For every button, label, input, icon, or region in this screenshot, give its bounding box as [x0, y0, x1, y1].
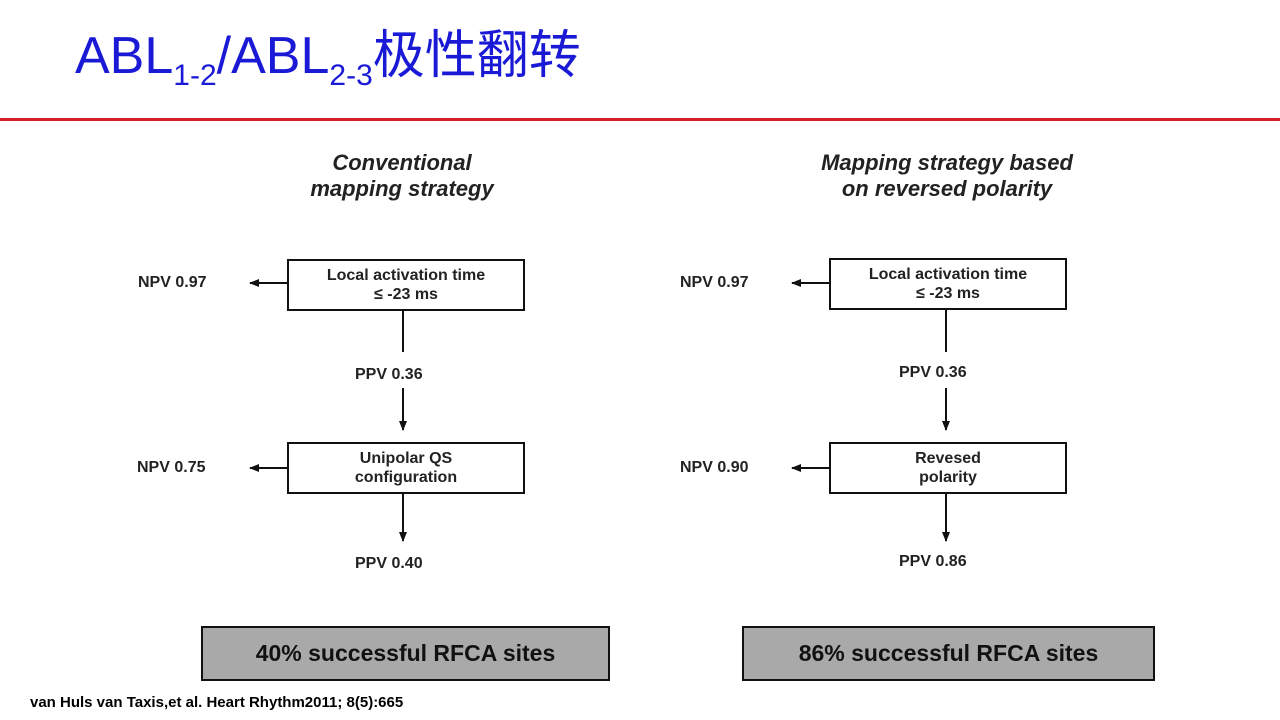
title-divider — [0, 118, 1280, 121]
left-result-box: 40% successful RFCA sites — [201, 626, 610, 681]
left-box1-line1: Local activation time — [326, 267, 486, 284]
right-box1-line2: ≤ -23 ms — [916, 285, 980, 302]
left-heading-line2: mapping strategy — [310, 176, 494, 201]
right-polarity-box: Revesed polarity — [829, 442, 1067, 494]
title-subscript-a: 1-2 — [173, 59, 217, 92]
slide-title: ABL1-2/ABL2-3极性翻转 — [75, 27, 581, 92]
left-ppv2-label: PPV 0.40 — [355, 555, 423, 572]
right-box1-line1: Local activation time — [868, 266, 1028, 283]
right-heading-line2: on reversed polarity — [841, 176, 1053, 201]
right-ppv2-label: PPV 0.86 — [899, 553, 967, 570]
right-heading-line1: Mapping strategy based — [821, 150, 1073, 175]
right-box2-line2: polarity — [919, 469, 977, 486]
left-box2-line2: configuration — [354, 469, 458, 486]
title-abl-a: ABL — [75, 27, 174, 85]
left-npv2-label: NPV 0.75 — [137, 459, 206, 476]
left-qs-box: Unipolar QS configuration — [287, 442, 525, 494]
title-subscript-b: 2-3 — [329, 59, 373, 92]
left-box1-line2: ≤ -23 ms — [374, 286, 438, 303]
right-result-box: 86% successful RFCA sites — [742, 626, 1155, 681]
right-npv2-label: NPV 0.90 — [680, 459, 749, 476]
left-heading: Conventional mapping strategy — [262, 150, 542, 202]
title-chinese: 极性翻转 — [372, 27, 581, 85]
title-abl-b: /ABL — [216, 27, 330, 85]
left-heading-line1: Conventional — [332, 150, 472, 175]
right-ppv1-label: PPV 0.36 — [899, 364, 967, 381]
left-npv1-label: NPV 0.97 — [138, 274, 207, 291]
right-activation-box: Local activation time ≤ -23 ms — [829, 258, 1067, 310]
right-npv1-label: NPV 0.97 — [680, 274, 749, 291]
left-box2-line1: Unipolar QS — [359, 450, 453, 467]
right-heading: Mapping strategy based on reversed polar… — [762, 150, 1132, 202]
left-ppv1-label: PPV 0.36 — [355, 366, 423, 383]
citation: van Huls van Taxis,et al. Heart Rhythm20… — [30, 694, 404, 711]
left-activation-box: Local activation time ≤ -23 ms — [287, 259, 525, 311]
right-box2-line1: Revesed — [915, 450, 981, 467]
